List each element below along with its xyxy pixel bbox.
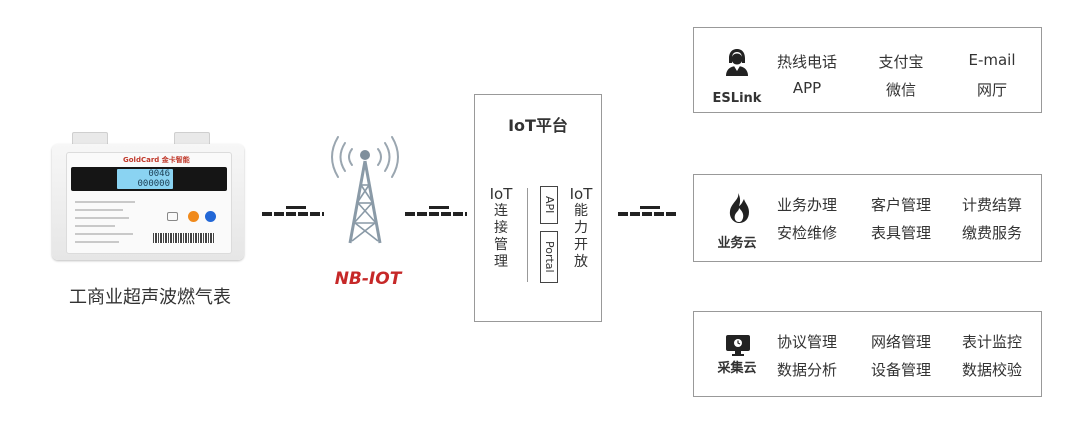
panel-title: ESLink <box>712 91 762 106</box>
meter-text-line <box>75 241 119 243</box>
left-col-char: 理 <box>494 254 508 270</box>
platform-divider <box>527 188 528 282</box>
meter-orange-button <box>188 211 199 222</box>
meter-blue-button <box>205 211 216 222</box>
connection-line-meter-tower <box>262 204 324 218</box>
service-item: 数据校验 <box>961 361 1022 379</box>
service-item: 支付宝 <box>878 53 924 71</box>
service-item: 客户管理 <box>870 196 931 214</box>
service-item: 微信 <box>885 81 916 99</box>
portal-box: Portal <box>540 231 558 283</box>
left-col-char: 接 <box>494 220 508 236</box>
meter-body: GoldCard 金卡智能 0046 000000 <box>52 144 244 260</box>
service-item: 设备管理 <box>870 361 931 379</box>
meter-lcd-display: 0046 000000 <box>117 169 173 189</box>
meter-display-bar: 0046 000000 <box>71 167 227 191</box>
platform-right-column: IoT 能 力 开 放 <box>567 186 595 271</box>
service-item: 数据分析 <box>776 361 837 379</box>
lcd-reading-bottom: 000000 <box>137 179 170 189</box>
meter-brand-logo: GoldCard 金卡智能 <box>123 156 190 164</box>
meter-text-line <box>75 225 115 227</box>
service-item: E-mail <box>968 51 1016 69</box>
meter-barcode <box>153 233 215 243</box>
service-item: 业务办理 <box>776 196 837 214</box>
right-col-iot: IoT <box>569 185 593 203</box>
service-item: 网络管理 <box>870 333 931 351</box>
service-item: 网厅 <box>976 81 1007 99</box>
service-item: 热线电话 <box>776 53 837 71</box>
service-item: 协议管理 <box>776 333 837 351</box>
meter-text-line <box>75 233 133 235</box>
gas-meter-image: GoldCard 金卡智能 0046 000000 <box>52 132 244 262</box>
platform-title: IoT平台 <box>508 116 568 135</box>
radio-tower-icon <box>331 136 399 244</box>
business-cloud-panel: 业务云 业务办理 客户管理 计费结算 安检维修 表具管理 缴费服务 <box>693 174 1042 262</box>
panel-title: 业务云 <box>717 236 757 251</box>
nb-iot-logo: NB-IOT <box>334 269 402 289</box>
service-item: 表计监控 <box>961 333 1022 351</box>
service-item: APP <box>792 79 822 97</box>
monitor-icon <box>726 335 750 356</box>
platform-left-column: IoT 连 接 管 理 <box>487 186 515 271</box>
connection-line-platform-services <box>618 204 678 218</box>
left-col-char: 连 <box>494 203 508 219</box>
collection-cloud-panel: 采集云 协议管理 网络管理 表计监控 数据分析 设备管理 数据校验 <box>693 311 1042 397</box>
left-col-char: 管 <box>494 237 508 253</box>
eslink-panel: ESLink 热线电话 支付宝 E-mail APP 微信 网厅 <box>693 27 1042 113</box>
meter-text-line <box>75 217 129 219</box>
left-col-iot: IoT <box>489 185 513 203</box>
meter-face: GoldCard 金卡智能 0046 000000 <box>66 152 232 254</box>
meter-text-line <box>75 201 135 203</box>
right-col-char: 能 <box>574 203 588 219</box>
lcd-reading-top: 0046 <box>148 169 170 179</box>
person-headset-icon <box>726 49 748 76</box>
panel-title: 采集云 <box>717 361 757 376</box>
iot-platform-box: IoT平台 <box>474 94 602 322</box>
service-item: 计费结算 <box>961 196 1022 214</box>
service-item: 缴费服务 <box>961 224 1022 242</box>
meter-text-line <box>75 209 123 211</box>
service-item: 表具管理 <box>870 224 931 242</box>
connection-line-tower-platform <box>405 204 467 218</box>
meter-caption: 工商业超声波燃气表 <box>69 287 231 308</box>
right-col-char: 放 <box>574 254 588 270</box>
right-col-char: 开 <box>574 237 588 253</box>
flame-icon <box>729 193 749 223</box>
right-col-char: 力 <box>574 220 588 236</box>
api-box: API <box>540 186 558 224</box>
service-item: 安检维修 <box>776 224 837 242</box>
meter-ir-port <box>167 212 178 221</box>
